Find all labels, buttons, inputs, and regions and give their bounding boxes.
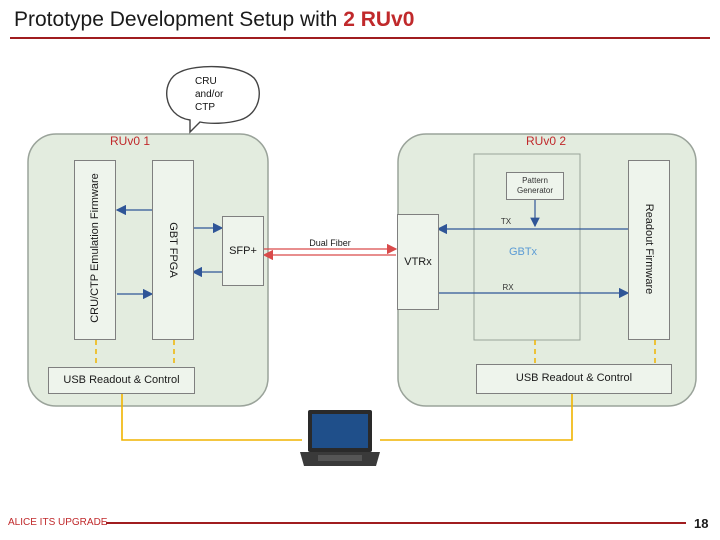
title-accent: 2 RUv0 xyxy=(343,8,415,31)
pattern-gen-box xyxy=(506,172,564,200)
bubble-line-2: and/or xyxy=(195,89,224,100)
footer-org: ALICE ITS UPGRADE xyxy=(8,517,108,528)
tx-label: TX xyxy=(500,217,512,226)
ru1-usb-label: USB Readout & Control xyxy=(63,374,180,386)
dual-fiber-label: Dual Fiber xyxy=(309,238,351,248)
rx-label: RX xyxy=(502,283,514,292)
gbt-fpga-box xyxy=(152,160,194,340)
vtrx-box xyxy=(397,214,439,310)
ru1-usb-box xyxy=(48,367,195,394)
gbtx-label: GBTx xyxy=(508,246,538,258)
title-main: Prototype Development Setup with xyxy=(14,8,344,31)
bubble-line-1: CRU xyxy=(195,76,217,87)
title-underline xyxy=(10,37,710,39)
page-title: Prototype Development Setup with 2 RUv0 xyxy=(14,8,414,32)
vtrx-label: VTRx xyxy=(404,256,432,268)
ru2-usb-box xyxy=(476,364,672,394)
footer-rule-right xyxy=(256,522,686,524)
page-number: 18 xyxy=(694,516,709,531)
ru2-usb-label: USB Readout & Control xyxy=(515,372,633,384)
laptop-icon xyxy=(300,410,380,466)
ru2-label: RUv0 2 xyxy=(526,134,567,148)
ru1-label: RUv0 1 xyxy=(110,134,151,148)
readout-fw-box xyxy=(628,160,670,340)
readout-fw-label: Readout Firmware xyxy=(643,203,655,295)
bubble-text: CRU and/or CTP xyxy=(195,75,223,114)
footer-rule-left xyxy=(106,522,256,524)
gbtx-box xyxy=(473,153,581,341)
emulation-fw-box xyxy=(74,160,116,340)
sfp-label: SFP+ xyxy=(229,245,257,257)
cru-ctp-bubble xyxy=(166,65,260,134)
usb1-to-laptop-line xyxy=(121,394,302,441)
pattern-gen-label: Pattern Generator xyxy=(516,176,554,195)
sfp-box xyxy=(222,216,264,286)
usb2-to-laptop-line xyxy=(380,394,573,441)
bubble-line-3: CTP xyxy=(195,102,215,113)
emulation-fw-label: CRU/CTP Emulation Firmware xyxy=(89,173,101,323)
gbt-fpga-label: GBT FPGA xyxy=(167,222,179,278)
